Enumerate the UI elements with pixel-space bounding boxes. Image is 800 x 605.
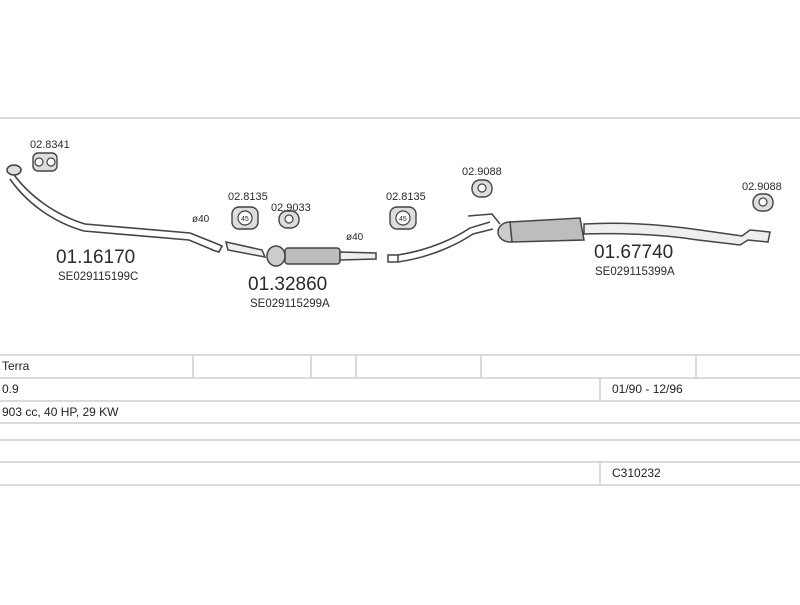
front-pipe xyxy=(6,164,224,253)
clamp-rear-icon: 45 xyxy=(389,206,417,230)
hanger-rear-1-code: 02.9088 xyxy=(462,166,502,178)
clamp-middle-code: 02.8135 xyxy=(228,191,268,203)
front-pipe-diameter: ø40 xyxy=(192,214,210,225)
hanger-middle-icon xyxy=(278,210,300,229)
middle-silencer xyxy=(224,241,377,267)
clamp-rear-code: 02.8135 xyxy=(386,191,426,203)
front-pipe-code: 01.16170 xyxy=(56,247,135,268)
front-pipe-ref: SE029115199C xyxy=(58,271,138,283)
clamp-front-code: 02.8341 xyxy=(30,139,70,151)
model-cell: Terra xyxy=(2,359,30,373)
engine-cell: 0.9 xyxy=(2,382,19,396)
hanger-rear-1-icon xyxy=(471,179,493,198)
hanger-rear-2-icon xyxy=(752,193,774,212)
middle-silencer-code: 01.32860 xyxy=(248,274,327,295)
rear-silencer-code: 01.67740 xyxy=(594,242,673,263)
catalog-number-cell: C310232 xyxy=(612,466,661,480)
clamp-front-icon xyxy=(32,152,58,172)
hanger-middle-code: 02.9033 xyxy=(271,202,311,214)
clamp-middle-icon: 45 xyxy=(231,206,259,230)
vehicle-table-grid xyxy=(0,355,800,486)
rear-silencer xyxy=(387,213,771,263)
middle-pipe-diameter: ø40 xyxy=(346,232,364,243)
clamp-middle-mark: 45 xyxy=(241,216,249,223)
middle-silencer-ref: SE029115299A xyxy=(250,298,330,310)
years-cell: 01/90 - 12/96 xyxy=(612,382,683,396)
clamp-rear-mark: 45 xyxy=(399,216,407,223)
hanger-rear-2-code: 02.9088 xyxy=(742,181,782,193)
power-cell: 903 cc, 40 HP, 29 KW xyxy=(2,405,119,419)
rear-silencer-ref: SE029115399A xyxy=(595,266,675,278)
